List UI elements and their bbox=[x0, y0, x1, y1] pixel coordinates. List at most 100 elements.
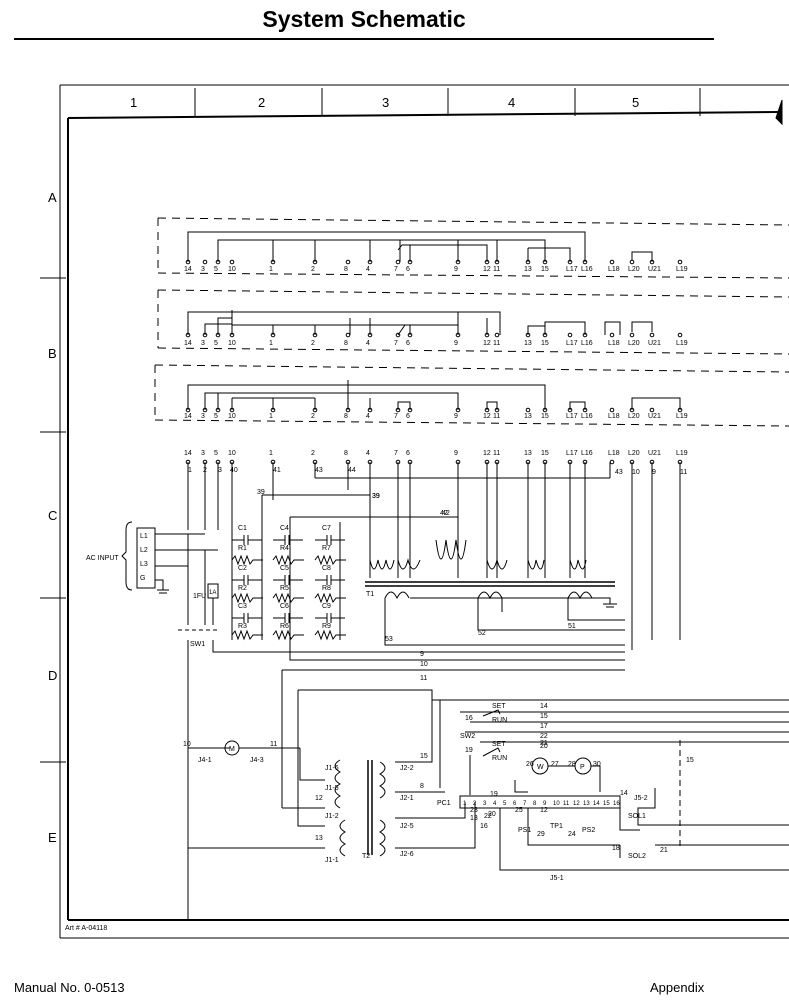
strip-b-terminal-label: 7 bbox=[394, 340, 398, 347]
art-number: Art # A-04118 bbox=[65, 925, 107, 932]
ps2-label: PS2 bbox=[582, 827, 595, 834]
misc-number: 11 bbox=[270, 741, 277, 748]
connector-label: J4-1 bbox=[198, 757, 212, 764]
sw2-terminal: 19 bbox=[465, 747, 473, 754]
connector-label: J2-5 bbox=[400, 823, 414, 830]
t1-text: T1 bbox=[366, 591, 374, 598]
wire-number: 43 bbox=[615, 469, 623, 476]
misc-number: 16 bbox=[480, 823, 488, 830]
strip-b-terminal-label: 11 bbox=[493, 340, 500, 347]
wire-number: 40 bbox=[230, 467, 238, 474]
wire-number: 15 bbox=[540, 713, 548, 720]
strip-c-terminal-label: L18 bbox=[608, 413, 620, 420]
misc-number: 24 bbox=[568, 831, 576, 838]
resistor-label: R8 bbox=[322, 585, 331, 592]
wire-number: 39 bbox=[372, 493, 380, 500]
row-label: C bbox=[48, 508, 57, 523]
strip-b-wiring bbox=[187, 310, 653, 336]
pc1-pin-label: 11 bbox=[563, 801, 570, 807]
strip-a-terminal bbox=[629, 259, 635, 265]
sw2-terminal: 16 bbox=[465, 715, 473, 722]
column-label: 1 bbox=[130, 95, 137, 110]
footer-manual-number: Manual No. 0-0513 bbox=[14, 980, 125, 995]
connector-label: J2-1 bbox=[400, 795, 414, 802]
pc1-pin-label: 4 bbox=[493, 801, 497, 807]
motor-label: M bbox=[229, 746, 235, 753]
header-terminal-label: L18 bbox=[608, 450, 620, 457]
column-label: 5 bbox=[632, 95, 639, 110]
ps1-label: PS1 bbox=[518, 827, 531, 834]
strip-c-terminal bbox=[525, 407, 531, 413]
header-terminal-label: 1 bbox=[269, 450, 273, 457]
misc-number: 29 bbox=[537, 831, 545, 838]
wire-number: 14 bbox=[540, 703, 548, 710]
wire-number: 51 bbox=[568, 623, 576, 630]
strip-a-terminal bbox=[395, 259, 401, 265]
strip-a-terminal-label: L19 bbox=[676, 266, 688, 273]
column-label: 2 bbox=[258, 95, 265, 110]
capacitor-label: C4 bbox=[280, 525, 289, 532]
misc-number: 19 bbox=[490, 791, 498, 798]
strip-c-terminal-label: 12 bbox=[483, 413, 491, 420]
strip-b-terminal-label: 12 bbox=[483, 340, 491, 347]
resistor-label: R3 bbox=[238, 623, 247, 630]
strip-b-terminal-label: 15 bbox=[541, 340, 549, 347]
strip-a-terminal bbox=[345, 259, 351, 265]
capacitor-label: C9 bbox=[322, 603, 331, 610]
sw2-label: SW2 bbox=[460, 733, 475, 740]
strip-a-terminal-label: L17 bbox=[566, 266, 578, 273]
misc-number: 28 bbox=[568, 761, 576, 768]
wire-number: 11 bbox=[420, 675, 427, 682]
resistor-label: R6 bbox=[280, 623, 289, 630]
pc1-pin-label: 5 bbox=[503, 801, 507, 807]
pc1-pin-label: 1 bbox=[463, 801, 467, 807]
wire-number: 39 bbox=[372, 493, 380, 500]
misc-number: 10 bbox=[183, 741, 191, 748]
footer-section: Appendix bbox=[650, 980, 705, 995]
misc-number: 21 bbox=[540, 740, 548, 747]
sw2-run-label: RUN bbox=[492, 717, 507, 724]
strip-a-terminal-label: 15 bbox=[541, 266, 549, 273]
strip-a-terminal-label: U21 bbox=[648, 266, 661, 273]
capacitor-label: C1 bbox=[238, 525, 247, 532]
strip-b-terminal-label: U21 bbox=[648, 340, 661, 347]
header-terminal-label: 9 bbox=[454, 450, 458, 457]
ac-line-label: L2 bbox=[140, 547, 148, 554]
sol1-label: SOL1 bbox=[628, 813, 646, 820]
pc1-pin-label: 10 bbox=[553, 801, 560, 807]
connector-label: J4-3 bbox=[250, 757, 264, 764]
connector-label: J2-6 bbox=[400, 851, 414, 858]
misc-number: 8 bbox=[420, 783, 424, 790]
misc-number: 13 bbox=[470, 815, 478, 822]
wire-number: 17 bbox=[540, 723, 548, 730]
resistor-label: R7 bbox=[322, 545, 331, 552]
strip-c-terminal bbox=[649, 407, 655, 413]
misc-number: 26 bbox=[526, 761, 534, 768]
header-terminal-label: 8 bbox=[344, 450, 348, 457]
gauge-p-label: P bbox=[580, 764, 585, 771]
column-label: 3 bbox=[382, 95, 389, 110]
strip-b-terminal-label: 5 bbox=[214, 340, 218, 347]
strip-a-terminal-label: L18 bbox=[608, 266, 620, 273]
t1-label: T1 bbox=[366, 591, 374, 598]
capacitor-label: C7 bbox=[322, 525, 331, 532]
row-label: D bbox=[48, 668, 57, 683]
header-terminal-label: L20 bbox=[628, 450, 640, 457]
strip-b-terminal-label: 4 bbox=[366, 340, 370, 347]
capacitor-label: C2 bbox=[238, 565, 247, 572]
page-title: System Schematic bbox=[262, 6, 466, 32]
strip-a-wiring bbox=[187, 231, 653, 262]
pc1-pin-label: 8 bbox=[533, 801, 537, 807]
strip-b-terminal-label: 6 bbox=[406, 340, 410, 347]
title-divider bbox=[14, 38, 714, 40]
strip-a-terminal bbox=[229, 259, 235, 265]
strip-c-terminal-label: L17 bbox=[566, 413, 578, 420]
connector-label: J1-2 bbox=[325, 813, 339, 820]
strip-a-terminal-label: 1 bbox=[269, 266, 273, 273]
strip-a-terminal-label: 8 bbox=[344, 266, 348, 273]
fuse-label: 1FU bbox=[193, 593, 206, 600]
